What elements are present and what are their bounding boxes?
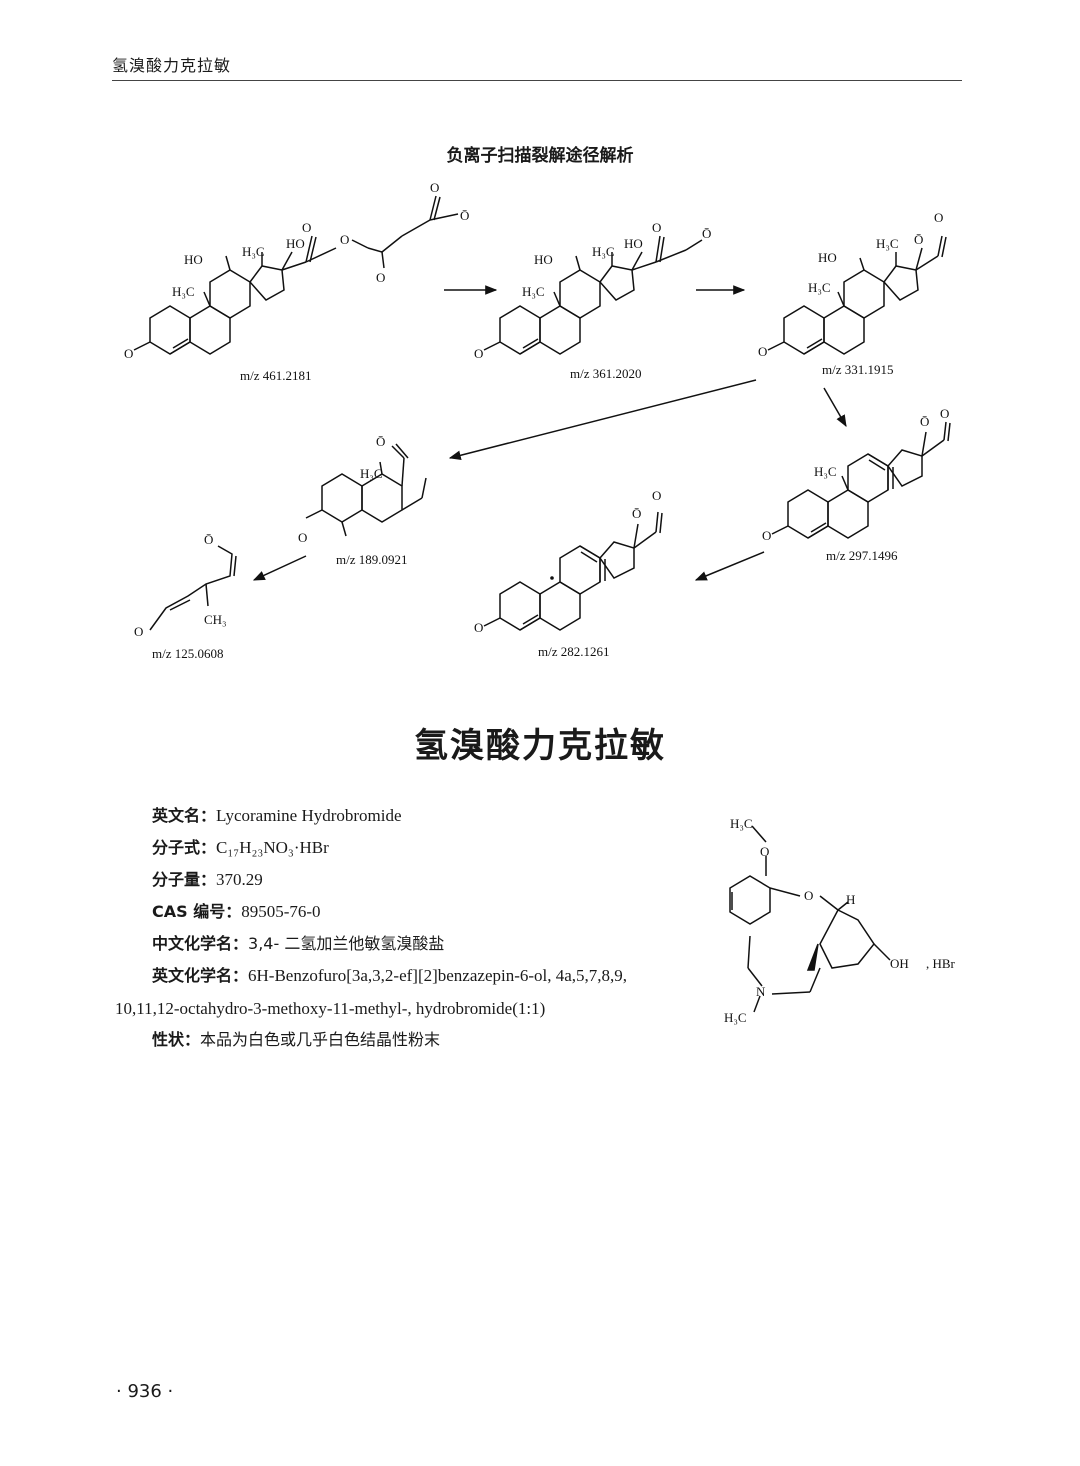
svg-text:H₃C: H₃C	[592, 244, 615, 259]
svg-text:O: O	[302, 220, 311, 235]
structure-361: O HO H₃C H₃C HO O Ō m/z 361.2020	[474, 220, 711, 381]
mz-label: m/z 331.1915	[822, 362, 894, 377]
svg-text:H₃C: H₃C	[522, 284, 545, 299]
svg-text:Ō: Ō	[632, 506, 641, 521]
structure-salt: , HBr	[926, 956, 956, 971]
svg-text:H₃C: H₃C	[876, 236, 899, 251]
svg-text:N: N	[756, 984, 766, 999]
mz-label: m/z 282.1261	[538, 644, 610, 659]
svg-text:Ō: Ō	[204, 532, 213, 547]
svg-text:O: O	[124, 346, 133, 361]
field-cn-chem-name: 中文化学名：3,4- 二氢加兰他敏氢溴酸盐	[152, 934, 445, 953]
svg-text:HO: HO	[534, 252, 553, 267]
header-rule	[112, 80, 962, 81]
field-cas: CAS 编号：89505-76-0	[152, 902, 321, 921]
svg-text:O: O	[934, 210, 943, 225]
svg-text:H₃C: H₃C	[360, 466, 383, 481]
svg-text:O: O	[430, 180, 439, 195]
arrow	[823, 387, 847, 428]
svg-text:O: O	[762, 528, 771, 543]
mz-label: m/z 189.0921	[336, 552, 408, 567]
mz-label: m/z 361.2020	[570, 366, 642, 381]
svg-text:O: O	[758, 344, 767, 359]
svg-text:H₃C: H₃C	[730, 816, 753, 831]
svg-text:O: O	[340, 232, 349, 247]
svg-text:O: O	[474, 346, 483, 361]
monograph-title: 氢溴酸力克拉敏	[414, 726, 666, 766]
svg-text:H₃C: H₃C	[172, 284, 195, 299]
structure-282: O Ō O m/z 282.1261	[474, 488, 663, 659]
scheme-title: 负离子扫描裂解途径解析	[446, 146, 634, 166]
field-english-name: 英文名：Lycoramine Hydrobromide	[152, 806, 402, 825]
field-description: 性状：本品为白色或几乎白色结晶性粉末	[152, 1030, 441, 1049]
structure-331: O HO H₃C H₃C Ō O m/z 331.1915	[758, 210, 947, 377]
mz-label: m/z 297.1496	[826, 548, 898, 563]
svg-text:HO: HO	[286, 236, 305, 251]
svg-text:H₃C: H₃C	[242, 244, 265, 259]
running-head: 氢溴酸力克拉敏	[112, 56, 232, 75]
arrow	[252, 555, 307, 581]
svg-text:O: O	[298, 530, 307, 545]
arrow	[448, 379, 757, 460]
svg-text:H₃C: H₃C	[724, 1010, 747, 1025]
svg-text:Ō: Ō	[376, 434, 385, 449]
field-en-chem-name: 英文化学名：6H-Benzofuro[3a,3,2-ef][2]benzazep…	[152, 966, 628, 985]
svg-text:O: O	[376, 270, 385, 285]
svg-text:HO: HO	[184, 252, 203, 267]
svg-text:O: O	[134, 624, 143, 639]
field-formula: 分子式：C₁₇H₂₃NO₃·HBr	[152, 838, 329, 857]
svg-text:O: O	[652, 488, 661, 503]
svg-text:CH₃: CH₃	[204, 612, 227, 627]
svg-text:HO: HO	[624, 236, 643, 251]
svg-text:H₃C: H₃C	[808, 280, 831, 295]
mz-label: m/z 125.0608	[152, 646, 224, 661]
en-chem-name-continued: 10,11,12-octahydro-3-methoxy-11-methyl-,…	[115, 999, 546, 1018]
svg-text:O: O	[474, 620, 483, 635]
svg-text:HO: HO	[818, 250, 837, 265]
svg-text:O: O	[804, 888, 813, 903]
svg-text:Ō: Ō	[460, 208, 469, 223]
structure-461: O HO H₃C H₃C HO O O O O Ō m/z 461.2181	[124, 180, 469, 383]
svg-text:O: O	[760, 844, 769, 859]
svg-text:OH: OH	[890, 956, 909, 971]
structure-125: O Ō CH₃ m/z 125.0608	[134, 532, 237, 661]
svg-text:O: O	[940, 406, 949, 421]
structure-189: O H₃C Ō m/z 189.0921	[298, 434, 427, 567]
svg-text:O: O	[652, 220, 661, 235]
svg-text:Ō: Ō	[920, 414, 929, 429]
field-molecular-weight: 分子量：370.29	[152, 870, 263, 889]
arrow	[694, 551, 765, 581]
mz-label: m/z 461.2181	[240, 368, 312, 383]
svg-text:Ō: Ō	[702, 226, 711, 241]
svg-text:Ō: Ō	[914, 232, 923, 247]
svg-text:H₃C: H₃C	[814, 464, 837, 479]
svg-text:H: H	[846, 892, 855, 907]
page-number: · 936 ·	[116, 1381, 174, 1402]
structure-297: O H₃C Ō O m/z 297.1496	[762, 406, 951, 563]
